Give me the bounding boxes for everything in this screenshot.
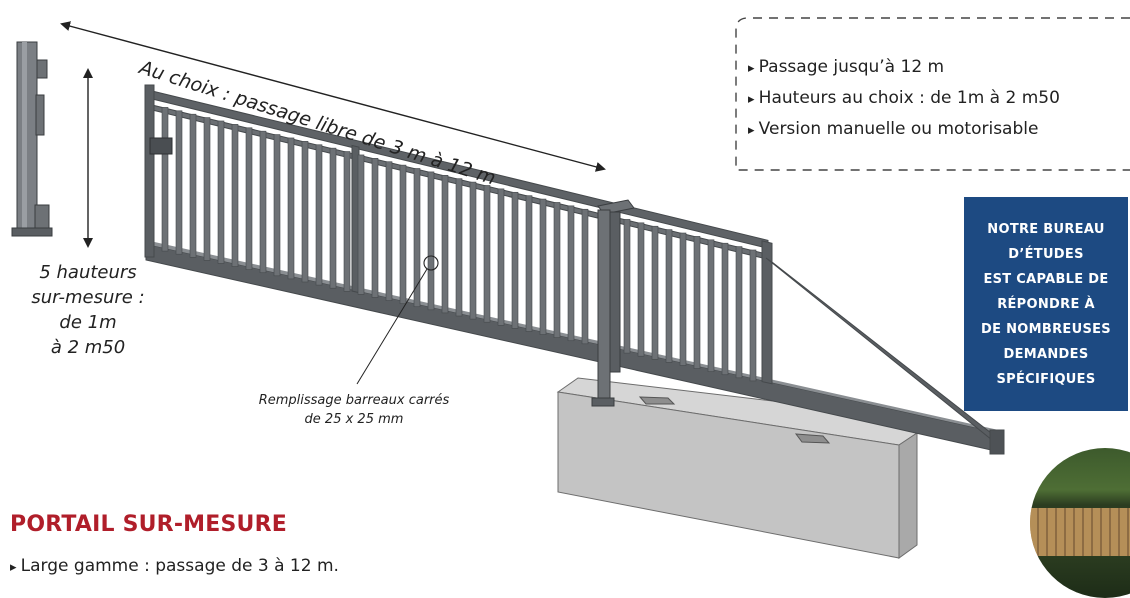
gate-bar — [735, 246, 743, 379]
gate-bar — [231, 124, 239, 267]
gate-bar — [259, 130, 267, 274]
gate-bar — [623, 219, 631, 354]
gate-bar — [217, 120, 225, 264]
gate-left-stile — [144, 84, 155, 258]
bureau-line: NOTRE BUREAU — [987, 221, 1105, 237]
fence-slats — [1030, 508, 1130, 556]
latch-icon — [149, 137, 173, 155]
gate-illustration — [11, 17, 1130, 559]
heights-line: 5 hauteurs — [39, 262, 137, 283]
gate-bar — [455, 178, 463, 317]
gate-bar — [693, 236, 701, 369]
gate-bar — [357, 154, 365, 295]
gate-bar — [511, 191, 519, 329]
features-list: Passage jusqu’à 12 m Hauteurs au choix :… — [748, 52, 1060, 145]
gate-right-stile — [761, 240, 773, 385]
infill-callout-circle — [423, 255, 439, 271]
gate-bar — [637, 222, 645, 357]
concrete-block — [556, 377, 918, 559]
gate-bar — [161, 107, 169, 252]
gate-bar — [539, 198, 547, 335]
heights-line: à 2 m50 — [50, 337, 126, 358]
gate-bar — [427, 171, 435, 311]
infill-callout-line — [356, 268, 428, 385]
infill-label: Remplissage barreaux carrés de 25 x 25 m… — [224, 391, 484, 429]
heights-line: de 1m — [59, 312, 117, 333]
gate-bar — [329, 147, 337, 289]
bureau-line: DEMANDES — [1003, 346, 1089, 362]
bureau-line: SPÉCIFIQUES — [996, 371, 1096, 387]
left-post — [11, 41, 53, 237]
gate-bar — [189, 113, 197, 258]
gate-bar — [371, 158, 379, 298]
features-frame — [735, 17, 1130, 171]
infill-line: de 25 x 25 mm — [304, 412, 404, 427]
gate-bar — [343, 151, 351, 292]
bureau-line: DE NOMBREUSES — [981, 321, 1111, 337]
gate-bar — [581, 208, 589, 345]
range-bullet: Large gamme : passage de 3 à 12 m. — [10, 556, 339, 576]
gate-rail-end — [989, 429, 1005, 455]
gate-bar — [749, 249, 757, 382]
gate-bar — [413, 168, 421, 308]
gate-bar — [665, 229, 673, 363]
gate-bar — [707, 239, 715, 372]
gate-bar — [469, 181, 477, 320]
gate-bar — [175, 110, 183, 255]
feature-item: Passage jusqu’à 12 m — [748, 52, 1060, 83]
gate-bar — [567, 205, 575, 342]
gate-bar — [553, 202, 561, 338]
bureau-etudes-badge: NOTRE BUREAU D’ÉTUDES EST CAPABLE DE RÉP… — [964, 197, 1128, 411]
gate-bar — [301, 141, 309, 283]
infill-line: Remplissage barreaux carrés — [258, 393, 450, 408]
gate-bar — [399, 164, 407, 304]
gate-bar — [441, 174, 449, 314]
gate-bar — [721, 242, 729, 376]
section-title: PORTAIL SUR-MESURE — [10, 512, 287, 537]
gate-bar — [245, 127, 253, 270]
gate-bar — [287, 137, 295, 280]
gate-bar — [525, 195, 533, 332]
bureau-line: RÉPONDRE À — [997, 296, 1095, 312]
guide-post — [591, 199, 635, 407]
gate-bar — [385, 161, 393, 301]
gate-bar — [483, 185, 491, 323]
feature-item: Hauteurs au choix : de 1m à 2 m50 — [748, 83, 1060, 114]
gate-bar — [651, 225, 659, 360]
heights-label: 5 hauteurs sur-mesure : de 1m à 2 m50 — [8, 260, 168, 360]
gate-bar — [497, 188, 505, 326]
passage-arrow — [60, 21, 606, 172]
gate-bar — [203, 117, 211, 261]
heights-line: sur-mesure : — [31, 287, 145, 308]
gate-bar — [315, 144, 323, 286]
feature-item: Version manuelle ou motorisable — [748, 114, 1060, 145]
gate-bar — [273, 134, 281, 277]
bureau-line: EST CAPABLE DE — [983, 271, 1109, 287]
bureau-line: D’ÉTUDES — [1008, 246, 1084, 262]
gate-bar — [679, 232, 687, 366]
